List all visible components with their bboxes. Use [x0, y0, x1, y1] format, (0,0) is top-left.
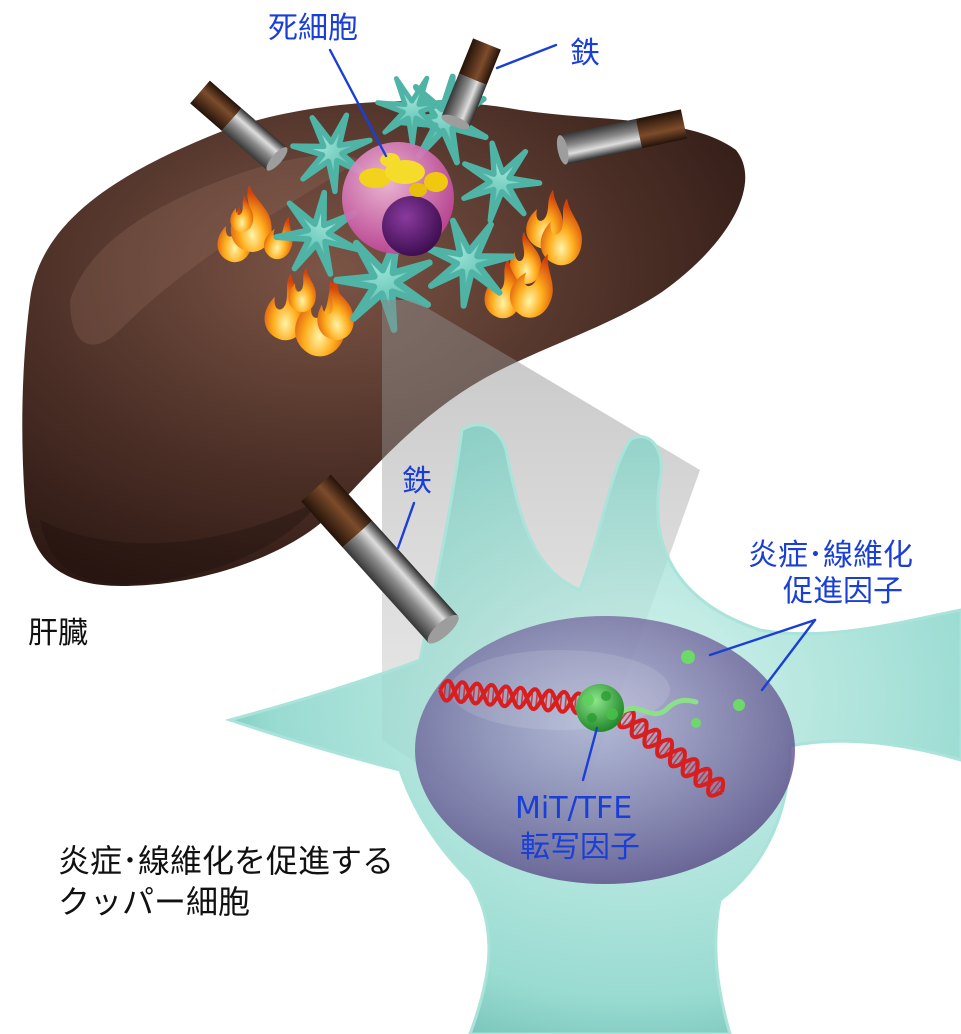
pointer-factor-b [760, 618, 817, 692]
dna-helix [438, 678, 726, 798]
factor-dot [681, 650, 695, 664]
label-iron-top: 鉄 [570, 36, 600, 71]
iron-rod-shaft [221, 108, 287, 171]
pointer-iron-top [495, 43, 558, 70]
dead-cell-nucleus [382, 196, 442, 256]
iron-rod-cap [266, 147, 288, 171]
transcription-factor-tail [619, 697, 699, 717]
liver-shadow [40, 500, 320, 585]
transcription-factor-bump [601, 691, 611, 701]
factor-dot [733, 699, 745, 711]
iron-rod [556, 109, 688, 165]
label-factor-line1: 炎症･線維化 [748, 538, 913, 573]
iron-rod [190, 80, 288, 171]
dna-strand [438, 678, 587, 716]
iron-rod-bristle [301, 474, 373, 548]
label-kupffer-line2: クッパー細胞 [58, 883, 250, 921]
transcription-factor-bump [582, 694, 594, 706]
label-iron-middle: 鉄 [402, 464, 432, 499]
dead-cell [342, 142, 454, 256]
iron-rod-bristle [635, 109, 688, 149]
dead-cell-debris [424, 172, 448, 192]
transcription-factor-bump [606, 708, 618, 720]
iron-rod-cap [556, 135, 569, 165]
pointer-dead-cell [328, 48, 388, 158]
iron-rod-shaft [559, 118, 643, 165]
iron-rod [441, 38, 501, 130]
iron-rod-shaft [441, 73, 487, 128]
label-liver: 肝臓 [28, 616, 88, 651]
iron-rods-top [190, 38, 688, 171]
iron-rod-cap [441, 114, 470, 130]
iron-rod-cap [427, 614, 459, 644]
iron-rod-bristle [190, 80, 242, 131]
dead-cell-debris [380, 153, 400, 167]
nucleus [415, 616, 795, 884]
pointer-transcription-factor [581, 726, 599, 782]
label-tf-line2: 転写因子 [520, 830, 640, 865]
dead-cell-debris [409, 183, 427, 197]
pointer-factor-a [708, 618, 817, 657]
iron-rod-shaft [342, 520, 458, 643]
iron-rod-bristle [458, 38, 501, 85]
iron-rod-middle [301, 474, 459, 644]
label-tf-line1: MiT/TFE [515, 791, 632, 826]
factor-dot [691, 718, 701, 728]
pointer-lines [328, 43, 817, 782]
secreted-factors [681, 650, 745, 728]
transcription-factor-blob [576, 684, 624, 732]
dead-cell-debris [359, 168, 391, 188]
transcription-factor [576, 684, 699, 732]
label-kupffer-line1: 炎症･線維化を促進する [58, 842, 394, 880]
label-dead-cell: 死細胞 [268, 11, 358, 46]
transcription-factor-bump [587, 713, 597, 723]
pointer-iron-middle [396, 501, 416, 550]
dna-strand [619, 708, 723, 798]
label-factor-line2: 促進因子 [783, 574, 903, 609]
labels: 死細胞 鉄 肝臓 鉄 炎症･線維化 促進因子 MiT/TFE 転写因子 炎症･線… [28, 11, 913, 921]
dna-segment-left [438, 678, 587, 716]
